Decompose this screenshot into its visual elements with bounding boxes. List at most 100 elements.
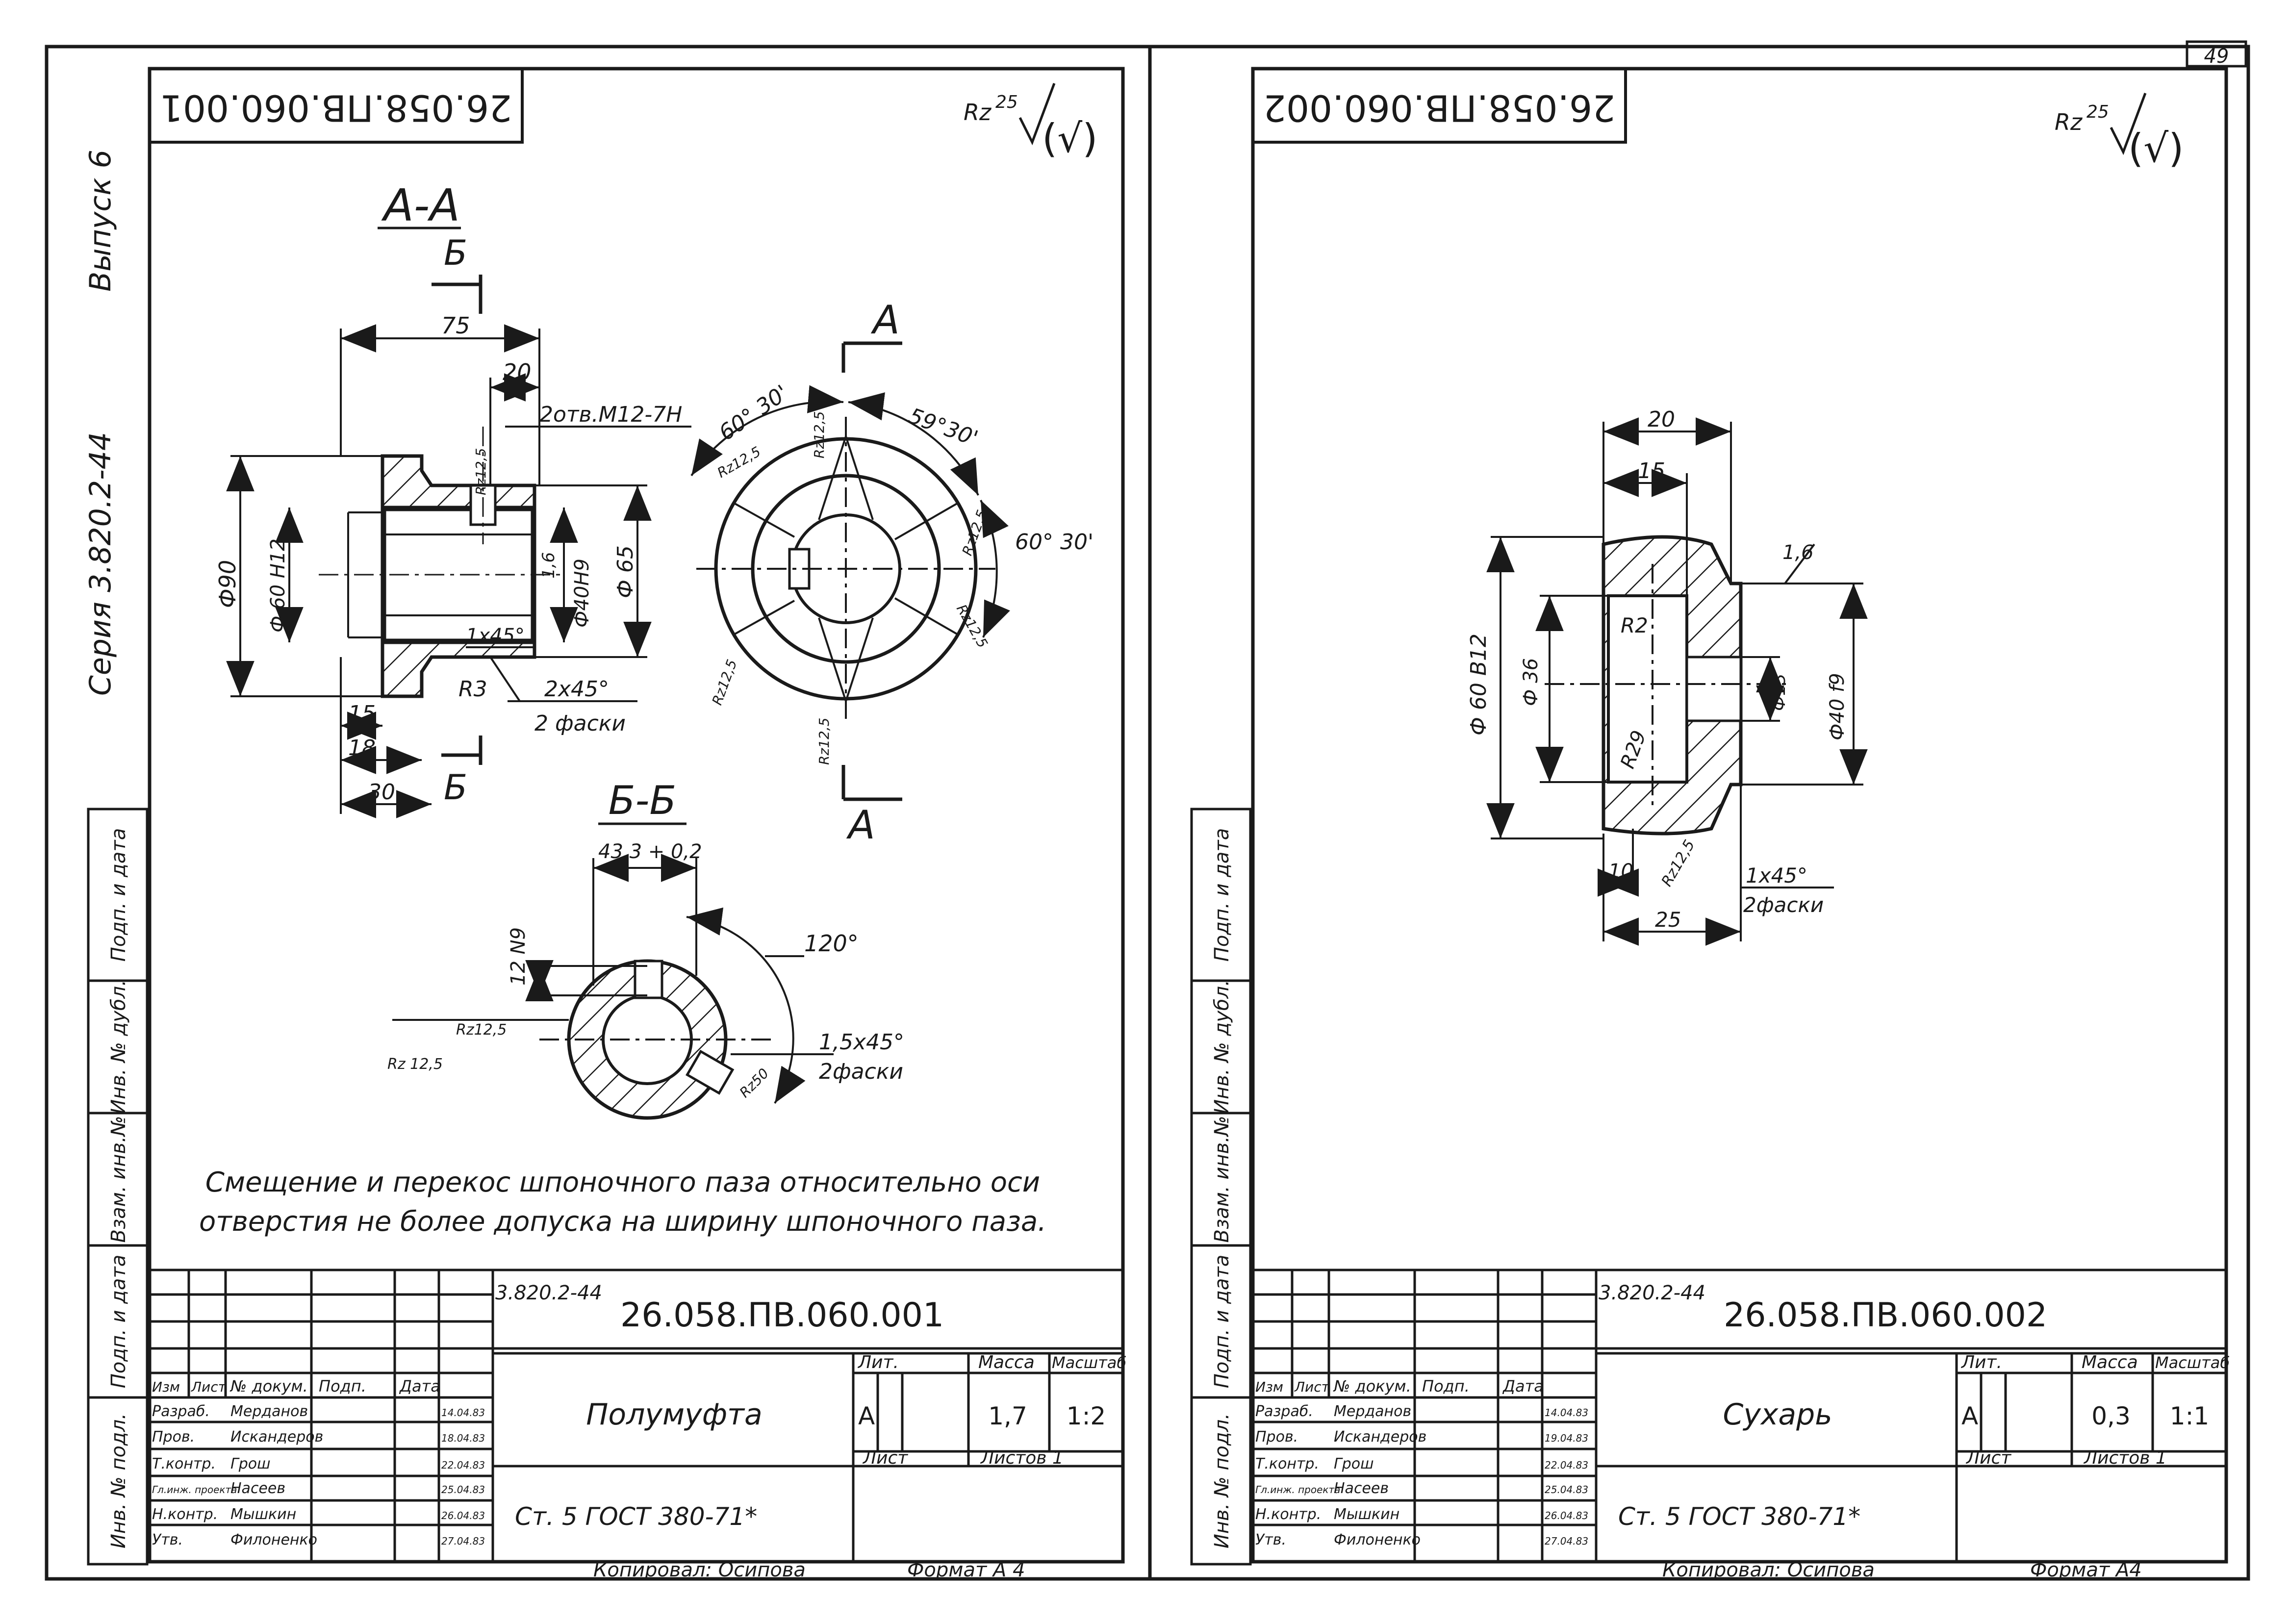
drawing-label: 26.04.83 (441, 1510, 485, 1522)
drawing-label: 27.04.83 (1545, 1535, 1588, 1547)
drawing-label: 75 (441, 312, 470, 339)
drawing-label: Разраб. (1255, 1403, 1313, 1420)
drawing-label: А (846, 802, 875, 848)
drawing-label: 15 (348, 701, 376, 726)
drawing-label: 43,3 + 0,2 (598, 840, 702, 863)
drawing-label: Н.контр. (152, 1506, 218, 1523)
drawing-label: Ф 60 Н12 (267, 538, 289, 633)
drawing-label: Насеев (1334, 1480, 1389, 1497)
drawing-label: Утв. (1255, 1531, 1286, 1548)
margin-cell-5: Инв. № подл. (107, 1413, 130, 1548)
drawing-label: 1:2 (1067, 1402, 1106, 1430)
section-aa: А-А Б Б (214, 180, 691, 818)
drawing-label: 3.820.2-44 (495, 1282, 602, 1304)
drawing-label: Гл.инж. проекта (1255, 1484, 1340, 1496)
drawing-label: 1х45° (466, 625, 525, 647)
drawing-label: Листов 1 (980, 1448, 1064, 1468)
drawing-label: Б (444, 767, 467, 808)
drawing-label: № докум. (1333, 1377, 1411, 1396)
drawing-label: Т.контр. (1255, 1455, 1319, 1472)
drawing-label: 1,6 (1782, 541, 1814, 564)
drawing-label: Насеев (230, 1480, 285, 1497)
sheet2-margin-labels: Подп. и дата Инв. № дубл. Взам. инв.№ По… (1211, 828, 1233, 1548)
drawing-label: 15 (1638, 458, 1665, 483)
drawing-label: 3.820.2-44 (1599, 1282, 1705, 1304)
drawing-label: 1,6 (539, 552, 559, 579)
drawing-label: Листов 1 (2083, 1448, 2167, 1468)
drawing-label: 18.04.83 (441, 1432, 485, 1444)
drawing-label: Т.контр. (152, 1455, 216, 1472)
side-margin: Выпуск 6 Серия 3.820.2-44 (83, 150, 118, 696)
drawing-label: А (1961, 1402, 1978, 1430)
drawing-label: 25 (995, 92, 1018, 112)
drawing-label: 25.04.83 (441, 1484, 485, 1496)
sheet1-roughness-mark: Rz 25 (√) (964, 83, 1097, 161)
sheet2-part-name: Сухарь (1723, 1397, 1832, 1432)
drawing-label: Масштаб (2155, 1353, 2230, 1372)
drawing-label: R2 (1621, 613, 1648, 637)
drawing-label: 10 (1608, 860, 1633, 883)
drawing-label: Rz 12,5 (387, 1056, 443, 1073)
drawing-label: Лист (1965, 1448, 2011, 1468)
drawing-label: 2фаски (1743, 893, 1824, 917)
drawing-label: 25 (2086, 102, 2109, 122)
drawing-label: Взам. инв.№ (1211, 1116, 1233, 1243)
drawing-label: Гл.инж. проекта (152, 1484, 237, 1496)
drawing-label: 14.04.83 (441, 1407, 485, 1419)
drawing-label: Дата (1502, 1377, 1544, 1396)
drawing-label: Подп. (319, 1377, 366, 1396)
drawing-label: Лист (1294, 1379, 1330, 1395)
drawing-label: Б-Б (609, 778, 677, 823)
sheet2-designation: 26.058.ПВ.060.002 (1724, 1296, 2047, 1335)
margin-cell-1: Подп. и дата (107, 828, 130, 962)
drawing-label: Инв. № дубл. (1211, 980, 1233, 1114)
sheet1-margin-cells (87, 808, 149, 1566)
drawing-label: Rz (2055, 109, 2083, 135)
drawing-label: Ф 65 (613, 545, 638, 598)
drawing-label: Разраб. (152, 1403, 210, 1420)
view-a: А А (690, 297, 1094, 848)
drawing-label: Инв. № подл. (1211, 1413, 1233, 1548)
section-aa-label: А-А (381, 180, 460, 231)
sheet1: 26.058.ПВ.060.001 Rz 25 (√) А-А Б Б (148, 67, 1126, 1581)
sheet1-copied-by: Копировал: Осипова (593, 1559, 806, 1581)
drawing-label: Лит. (857, 1352, 899, 1372)
drawing-label: (√) (1042, 116, 1097, 161)
drawing-label: 22.04.83 (1545, 1459, 1588, 1471)
sheet1-material: Ст. 5 ГОСТ 380-71* (515, 1502, 757, 1531)
drawing-label: Rz12,5 (456, 1021, 507, 1039)
drawing-label: Н.контр. (1255, 1506, 1321, 1523)
sheet2-material: Ст. 5 ГОСТ 380-71* (1618, 1502, 1860, 1531)
drawing-label: Масса (978, 1352, 1035, 1372)
drawing-label: А (870, 297, 900, 343)
drawing-label: 30 (368, 780, 395, 805)
drawing-label: Ф40Н9 (571, 558, 593, 628)
drawing-label: 1х45° (1746, 863, 1807, 888)
drawing-label: Мышкин (230, 1506, 296, 1523)
drawing-label: Лист (191, 1379, 227, 1395)
drawing-label: 0,3 (2091, 1402, 2131, 1430)
sheet2: 26.058.ПВ.060.002 Rz 25 (√) (1251, 67, 2230, 1581)
drawing-label: Искандеров (1334, 1428, 1426, 1446)
sheet1-note-line2: отверстия не более допуска на ширину шпо… (199, 1206, 1046, 1238)
drawing-label: Изм (1255, 1379, 1283, 1395)
drawing-label: Подп. и дата (1211, 1255, 1233, 1388)
drawing-label: Утв. (152, 1531, 183, 1548)
drawing-label: № докум. (229, 1377, 308, 1396)
drawing-label: А (858, 1402, 875, 1430)
margin-cell-3: Взам. инв.№ (107, 1116, 130, 1243)
drawing-label: Ф90 (214, 560, 241, 608)
drawing-label: 12 N9 (507, 927, 530, 986)
drawing-label: 27.04.83 (441, 1535, 485, 1547)
drawing-label: Мышкин (1334, 1506, 1399, 1523)
sheet2-title-block: 3.820.2-44 26.058.ПВ.060.002 Лит. Масса … (1251, 1269, 2230, 1563)
drawing-label: 1:1 (2170, 1402, 2209, 1430)
sheet2-format: Формат А4 (2030, 1559, 2142, 1581)
drawing-label: 22.04.83 (441, 1459, 485, 1471)
drawing-label: Ф 60 В12 (1466, 634, 1491, 736)
drawing-label: Грош (230, 1455, 271, 1472)
drawing-label: Rz12,5 (953, 602, 991, 651)
drawing-label: Мерданов (1334, 1403, 1411, 1420)
drawing-label: Rz12,5 (473, 448, 489, 496)
